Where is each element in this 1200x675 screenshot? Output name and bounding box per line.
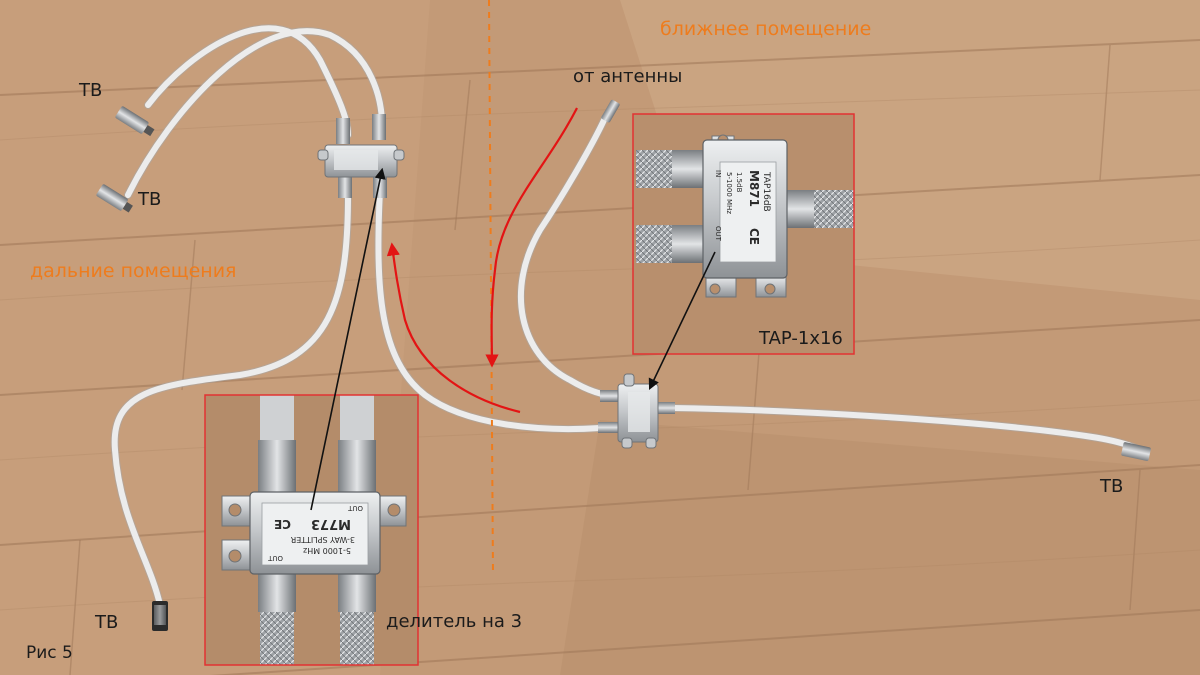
splitter-port-out-b: OUT bbox=[347, 504, 363, 512]
figure-caption: Рис 5 bbox=[26, 643, 73, 663]
cable-plugs bbox=[96, 99, 1151, 631]
splitter-port-out-a: OUT bbox=[267, 554, 283, 562]
coax-cables bbox=[110, 24, 1144, 609]
tap-spec1-text: 1.5dB bbox=[735, 172, 743, 193]
pointer-arrows bbox=[310, 167, 716, 511]
tap-brand-text: TAP16dB bbox=[761, 171, 771, 212]
tap-ce-mark: CE bbox=[747, 228, 761, 245]
splitter-spec-text: 5-1000 MHz bbox=[303, 546, 351, 555]
splitter-model-text: M773 bbox=[311, 516, 351, 531]
tv-label-top-left: ТВ bbox=[79, 80, 103, 101]
tap-small bbox=[598, 373, 675, 449]
tv-label-mid-left: ТВ bbox=[138, 189, 162, 210]
tap-model-text: M871 bbox=[747, 170, 761, 207]
splitter-inset: 5-1000 MHz 3-WAY SPLITTER M773 CE OUT OU… bbox=[204, 394, 419, 666]
splitter3-label: делитель на 3 bbox=[386, 611, 523, 632]
tap-spec2-text: 5-1000 MHz bbox=[725, 172, 733, 214]
tap-model-label: TAP-1x16 bbox=[759, 328, 843, 349]
near-room-label: ближнее помещение bbox=[660, 18, 872, 40]
from-antenna-label: от антенны bbox=[573, 66, 683, 87]
signal-flow-arrows bbox=[386, 107, 578, 414]
tap-inset: TAP16dB M871 CE 1.5dB 5-1000 MHz IN OUT bbox=[632, 113, 855, 355]
splitter-title-text: 3-WAY SPLITTER bbox=[290, 535, 355, 544]
tv-label-right: ТВ bbox=[1100, 476, 1124, 497]
tap-port-in: IN bbox=[714, 170, 722, 177]
tv-label-bottom-left: ТВ bbox=[95, 612, 119, 633]
splitter-ce-mark: CE bbox=[274, 517, 291, 531]
tap-port-out: OUT bbox=[714, 226, 722, 242]
far-rooms-label: дальние помещения bbox=[30, 260, 237, 282]
